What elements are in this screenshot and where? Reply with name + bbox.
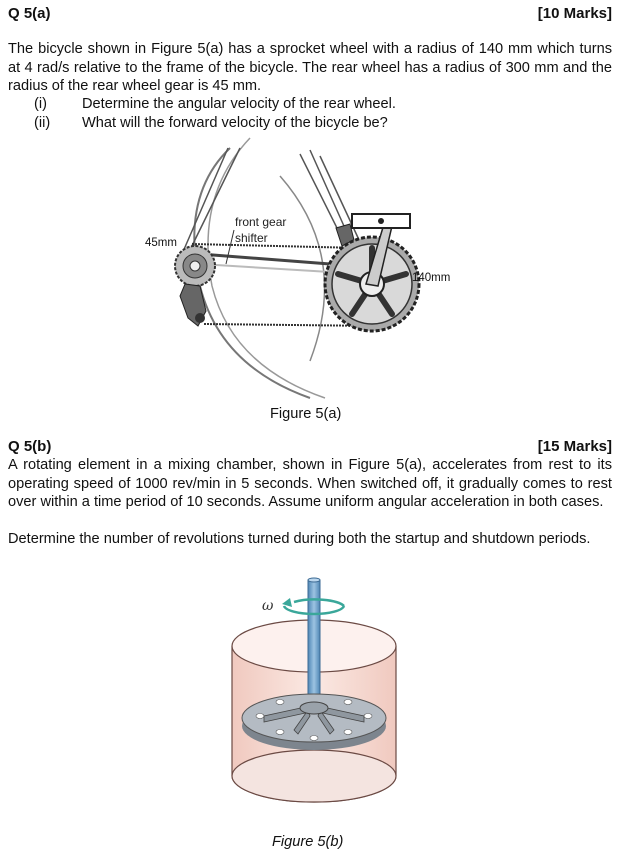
omega-label: ω	[262, 598, 274, 614]
figure-5a-caption: Figure 5(a)	[270, 406, 342, 422]
shifter-label-line1: front gear	[235, 215, 286, 229]
q5a-title: Q 5(a)	[8, 5, 51, 22]
q5a-header: Q 5(a) [10 Marks]	[8, 5, 612, 22]
q5a-item-1-num: (i)	[34, 96, 47, 112]
q5b-text-2: Determine the number of revolutions turn…	[8, 531, 591, 547]
gear-radius-label: 45mm	[145, 237, 177, 249]
q5a-text: The bicycle shown in Figure 5(a) has a s…	[8, 41, 612, 94]
shifter-label-line2: shifter	[235, 231, 268, 245]
q5a-marks: [10 Marks]	[537, 5, 612, 22]
q5b-header: Q 5(b) [15 Marks]	[8, 438, 612, 455]
q5a-item-2: (ii) What will the forward velocity of th…	[34, 114, 388, 132]
q5a-item-2-text: What will the forward velocity of the bi…	[82, 115, 388, 131]
q5b-title: Q 5(b)	[8, 438, 52, 455]
bicycle-figure: 45mm front gear shifter 140mm	[145, 137, 450, 399]
sprocket-radius-label: 140mm	[412, 272, 450, 284]
q5a-item-1-text: Determine the angular velocity of the re…	[82, 96, 396, 112]
q5a-item-1: (i) Determine the angular velocity of the…	[34, 95, 396, 113]
q5b-text-1: A rotating element in a mixing chamber, …	[8, 457, 612, 510]
figure-5b-caption: Figure 5(b)	[272, 834, 344, 850]
mixing-chamber-figure: ω	[231, 577, 397, 803]
q5a-item-2-num: (ii)	[34, 115, 51, 131]
q5b-marks: [15 Marks]	[537, 438, 612, 455]
